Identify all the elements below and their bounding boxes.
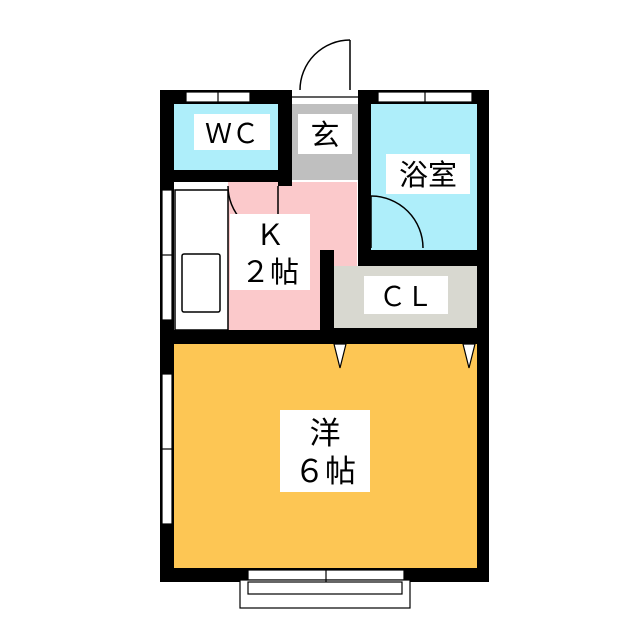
kitchen-label-line2: ２帖 (241, 255, 299, 289)
closet-label-box (364, 276, 448, 314)
wc-label-box (194, 114, 270, 150)
kitchen-label-line1: Ｋ (255, 218, 284, 252)
entrance-label-box (298, 114, 352, 154)
western-label-line2: ６帖 (294, 454, 356, 490)
wall-bath-bottom (358, 250, 489, 266)
wc-label: ＷＣ (205, 119, 259, 150)
wall-wc-entrance (278, 90, 292, 186)
balcony-inner (247, 581, 403, 595)
wall-kitchen-closet (320, 250, 334, 342)
entrance-door-arc (299, 39, 351, 91)
sink-icon (181, 253, 221, 313)
bath-door-arc (370, 195, 424, 249)
wall-room-top-right (320, 328, 489, 344)
kitchen-label-box (230, 214, 310, 290)
window-tick-marks (160, 90, 426, 582)
wall-entrance-bath (358, 90, 371, 252)
closet-door-markers (333, 343, 476, 369)
wall-room-top-left (160, 330, 336, 344)
closet-label: ＣＬ (379, 282, 433, 313)
bath-label-box (386, 154, 470, 194)
bath-label: 浴室 (399, 158, 457, 192)
wall-wc-bottom (173, 170, 278, 182)
entrance-label: 玄 (310, 118, 339, 152)
western-label-box (280, 410, 370, 492)
western-label-line1: 洋 (310, 416, 341, 452)
